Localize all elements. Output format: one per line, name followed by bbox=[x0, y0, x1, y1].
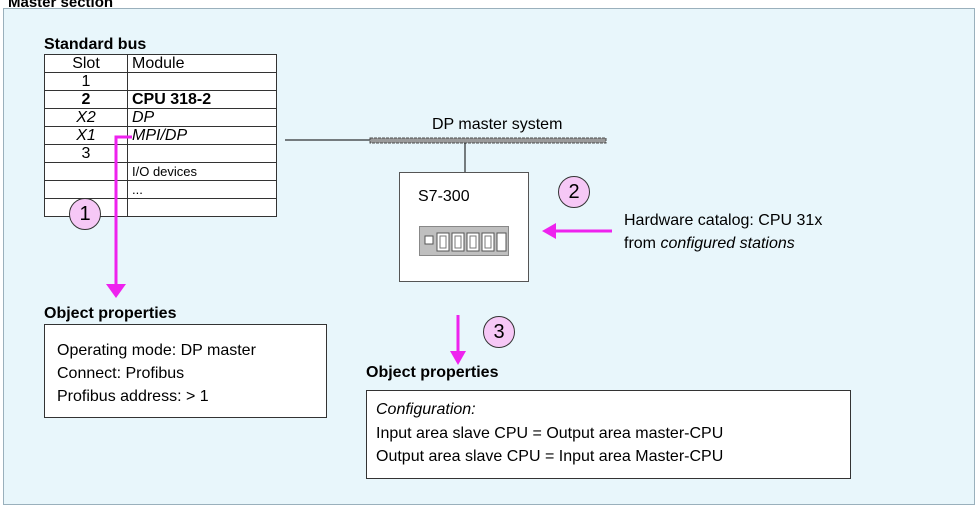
property-line: Connect: Profibus bbox=[57, 365, 185, 382]
table-row: 2 CPU 318-2 bbox=[44, 90, 277, 109]
table-row: ... bbox=[44, 180, 277, 199]
standard-bus-table: Slot Module 1 2 CPU 318-2 X2 DP X1 MPI/D… bbox=[44, 54, 277, 217]
property-line: Operating mode: DP master bbox=[57, 342, 256, 359]
object-properties-box-2 bbox=[366, 390, 851, 479]
object-properties-box-1 bbox=[44, 324, 327, 418]
table-row: 3 bbox=[44, 144, 277, 163]
property-line: Profibus address: > 1 bbox=[57, 388, 209, 405]
property-line: Configuration: bbox=[376, 401, 476, 418]
page-title: Master section bbox=[8, 0, 114, 11]
property-line: Input area slave CPU = Output area maste… bbox=[376, 425, 724, 442]
catalog-arrow-head bbox=[542, 223, 556, 239]
step-badge-2: 2 bbox=[558, 176, 590, 208]
rack-modules-icon bbox=[424, 232, 507, 252]
table-row: X2 DP bbox=[44, 108, 277, 127]
hardware-catalog-text: Hardware catalog: CPU 31x bbox=[624, 212, 823, 229]
step-badge-1: 1 bbox=[69, 198, 101, 230]
slot-cell: X2 bbox=[44, 108, 128, 127]
source-italic: configured stations bbox=[660, 235, 795, 252]
station-label: S7-300 bbox=[418, 188, 470, 205]
module-cell: CPU 318-2 bbox=[127, 90, 277, 109]
standard-bus-title: Standard bus bbox=[44, 36, 147, 53]
source-prefix: from bbox=[624, 235, 661, 252]
object-properties-title-2: Object properties bbox=[366, 364, 499, 381]
module-cell: DP bbox=[127, 108, 277, 127]
dp-properties-arrow-head bbox=[106, 284, 126, 298]
hardware-catalog-source: from configured stations bbox=[624, 235, 795, 253]
module-cell bbox=[127, 198, 277, 217]
station-properties-arrow-head bbox=[450, 351, 466, 365]
dp-properties-arrow-shaft bbox=[114, 135, 132, 285]
table-row: X1 MPI/DP bbox=[44, 126, 277, 145]
property-line: Output area slave CPU = Input area Maste… bbox=[376, 448, 724, 465]
table-row: I/O devices bbox=[44, 162, 277, 181]
dp-master-system-label: DP master system bbox=[432, 116, 563, 133]
object-properties-title-1: Object properties bbox=[44, 305, 177, 322]
rack-icon bbox=[419, 226, 509, 256]
step-badge-3: 3 bbox=[483, 316, 515, 348]
dp-bus-bar bbox=[369, 137, 607, 144]
